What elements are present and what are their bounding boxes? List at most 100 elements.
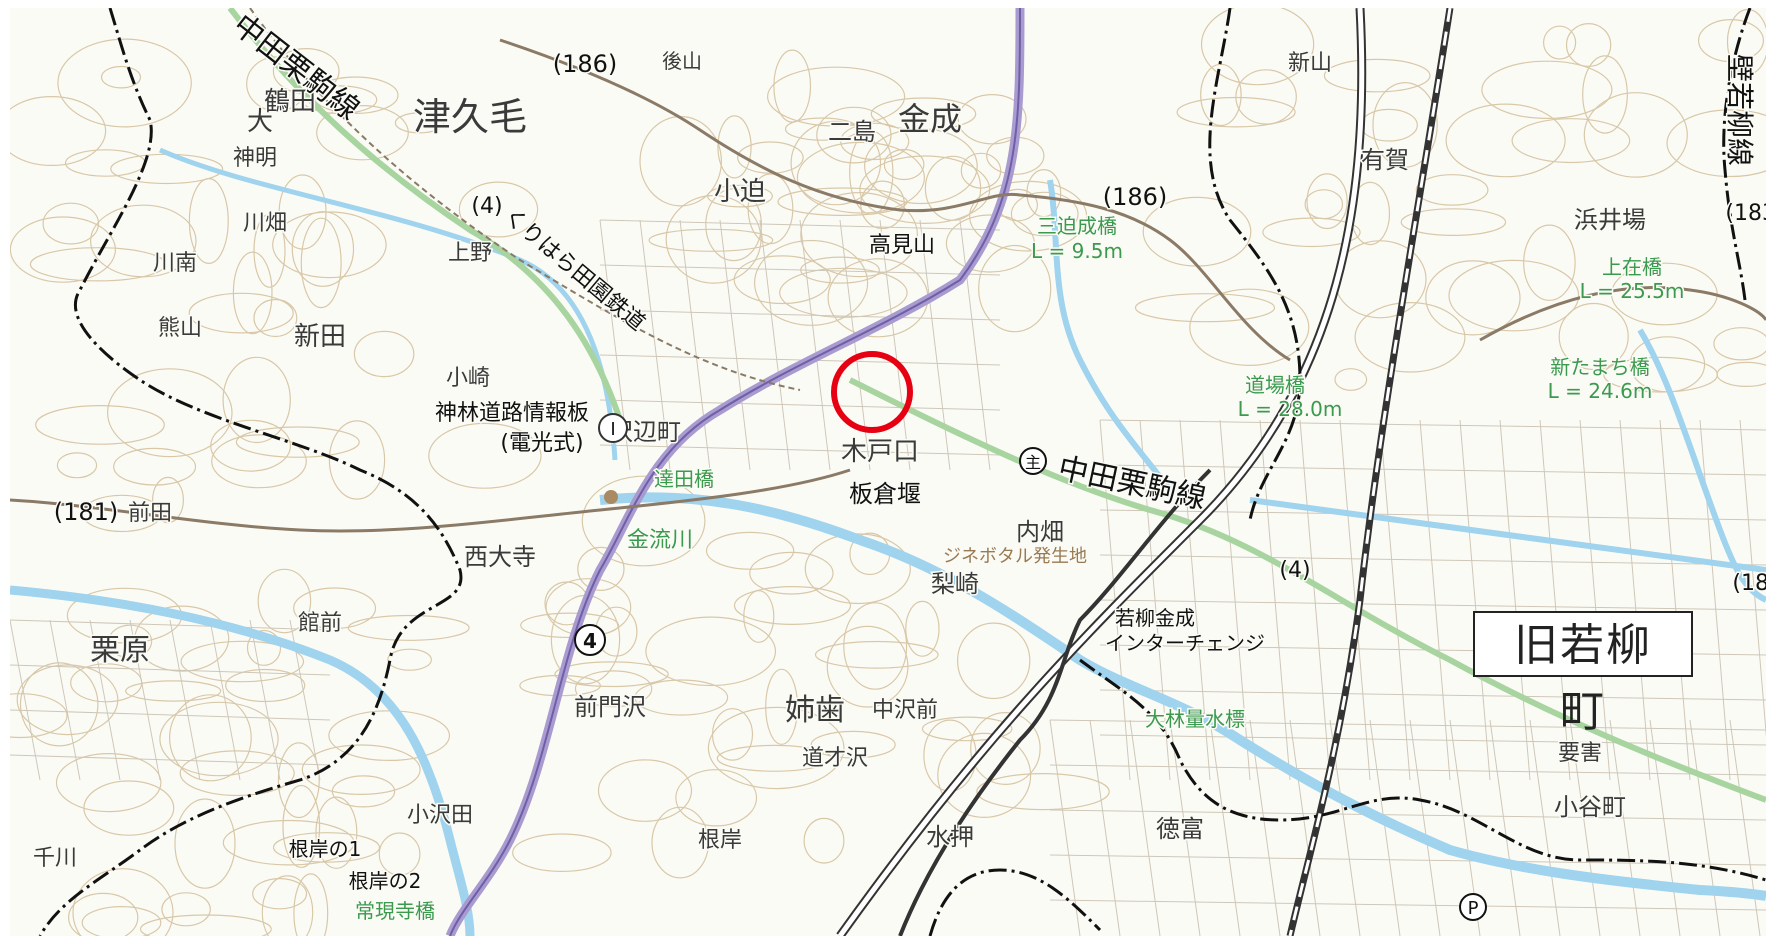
field-line — [1299, 419, 1331, 781]
place-label: 小崎 — [446, 366, 490, 391]
nakada-kurikoma-line-east — [848, 377, 1766, 803]
field-line — [1049, 764, 1766, 776]
contour-ring — [68, 892, 139, 936]
place-label: 新田 — [294, 322, 346, 352]
contour-ring — [81, 906, 162, 936]
bridge-label: L = 28.0m — [1238, 397, 1343, 421]
contour-ring — [870, 97, 977, 131]
contour-ring — [976, 772, 1110, 811]
contour-ring — [353, 330, 415, 378]
contour-ring — [90, 204, 197, 278]
field-line — [1099, 689, 1766, 701]
boundary-west — [38, 8, 463, 936]
facility-label: 若柳金成 — [1115, 606, 1195, 630]
contour-ring — [1481, 60, 1613, 120]
field-line — [1219, 419, 1251, 781]
place-label: 小谷町 — [1554, 793, 1626, 821]
topographic-map[interactable]: 津久毛鶴田大神明川畑川南上野熊山新田小崎前田西大寺栗原館前沢辺町木戸口内畑梨崎前… — [10, 8, 1766, 936]
bridge-label: 達田橋 — [654, 467, 714, 491]
parking-marker[interactable]: P — [1459, 893, 1487, 921]
info-board-marker[interactable]: I — [598, 413, 628, 443]
contour-ring — [810, 730, 896, 759]
contour-ring — [253, 298, 298, 338]
place-label: 神明 — [233, 146, 277, 171]
contour-ring — [1565, 23, 1612, 67]
contour-ring — [645, 616, 777, 687]
contour-ring — [733, 255, 831, 305]
boundary-central — [1208, 8, 1302, 521]
parking-symbol: P — [1468, 898, 1479, 919]
expressway-branch — [898, 468, 1212, 936]
contour-ring — [705, 188, 762, 262]
road-number-label: (186) — [1103, 183, 1168, 211]
place-label: 川畑 — [243, 211, 287, 236]
bridge-label: 三迫成橋 — [1037, 214, 1117, 238]
place-label: 水押 — [926, 823, 974, 851]
place-label: 前田 — [128, 501, 172, 526]
contour-ring — [1523, 224, 1576, 301]
field-line — [1459, 419, 1491, 781]
tohoku-expressway-inner — [837, 8, 1365, 936]
contour-ring — [816, 106, 892, 164]
contour-ring — [378, 832, 421, 876]
field-line — [599, 264, 1001, 276]
road-number-label: (4) — [471, 194, 502, 219]
main-route-marker[interactable]: 主 — [1019, 447, 1047, 475]
place-label: 浜井場 — [1574, 206, 1646, 234]
contour-ring — [883, 148, 925, 181]
bridge-label: 大林量水標 — [1145, 707, 1245, 731]
road-number-label: (185) — [1732, 571, 1766, 596]
contour-ring — [675, 769, 758, 827]
east-road-183 — [1479, 286, 1766, 342]
contour-ring — [749, 551, 834, 595]
junction-dot-icon — [604, 490, 618, 504]
contour-ring — [1354, 301, 1466, 373]
route-4-shield[interactable]: 4 — [574, 624, 606, 656]
contour-ring — [1304, 189, 1344, 220]
road-number-label: (4) — [1279, 558, 1310, 583]
field-line — [1499, 419, 1531, 781]
facility-label: 根岸の2 — [349, 869, 422, 893]
contour-ring — [597, 759, 693, 822]
contour-ring — [152, 476, 185, 524]
field-line — [1649, 719, 1681, 936]
place-label: 後山 — [662, 49, 702, 73]
contour-ring — [328, 420, 386, 500]
contour-ring — [814, 640, 939, 669]
contour-ring — [19, 662, 99, 747]
contour-ring — [246, 56, 309, 112]
field-line — [1529, 719, 1561, 936]
contour-ring — [784, 117, 860, 141]
field-line — [89, 619, 121, 781]
contour-ring — [1306, 173, 1348, 230]
contour-ring — [648, 228, 774, 252]
highlight-circle[interactable] — [831, 351, 913, 433]
field-line — [959, 219, 991, 471]
contour-ring — [312, 76, 399, 115]
field-line — [1419, 419, 1451, 781]
map-frame[interactable]: 津久毛鶴田大神明川畑川南上野熊山新田小崎前田西大寺栗原館前沢辺町木戸口内畑梨崎前… — [10, 8, 1766, 936]
place-label: 鶴田 — [264, 87, 316, 117]
contour-ring — [1511, 118, 1631, 164]
bridge-label: 常現寺橋 — [355, 899, 435, 923]
field-line — [1129, 719, 1161, 936]
contour-ring — [300, 217, 342, 309]
contour-ring — [707, 706, 845, 790]
rivers — [10, 147, 1766, 936]
contour-ring — [705, 531, 795, 570]
municipal-boundaries — [38, 8, 1766, 936]
contour-ring — [554, 661, 669, 688]
place-label: 西大寺 — [464, 543, 536, 571]
contour-ring — [923, 719, 977, 792]
bridge-label: 新たまち橋 — [1550, 355, 1649, 379]
contour-ring — [134, 605, 230, 672]
place-label: 小迫 — [714, 177, 766, 207]
field-line — [599, 219, 1001, 231]
contour-ring — [222, 356, 291, 444]
place-label: 梨崎 — [931, 570, 979, 598]
contour-ring — [100, 65, 142, 89]
contour-ring — [800, 192, 918, 278]
field-line — [599, 444, 1001, 456]
contour-ring — [1716, 361, 1766, 387]
field-line — [1089, 719, 1121, 936]
